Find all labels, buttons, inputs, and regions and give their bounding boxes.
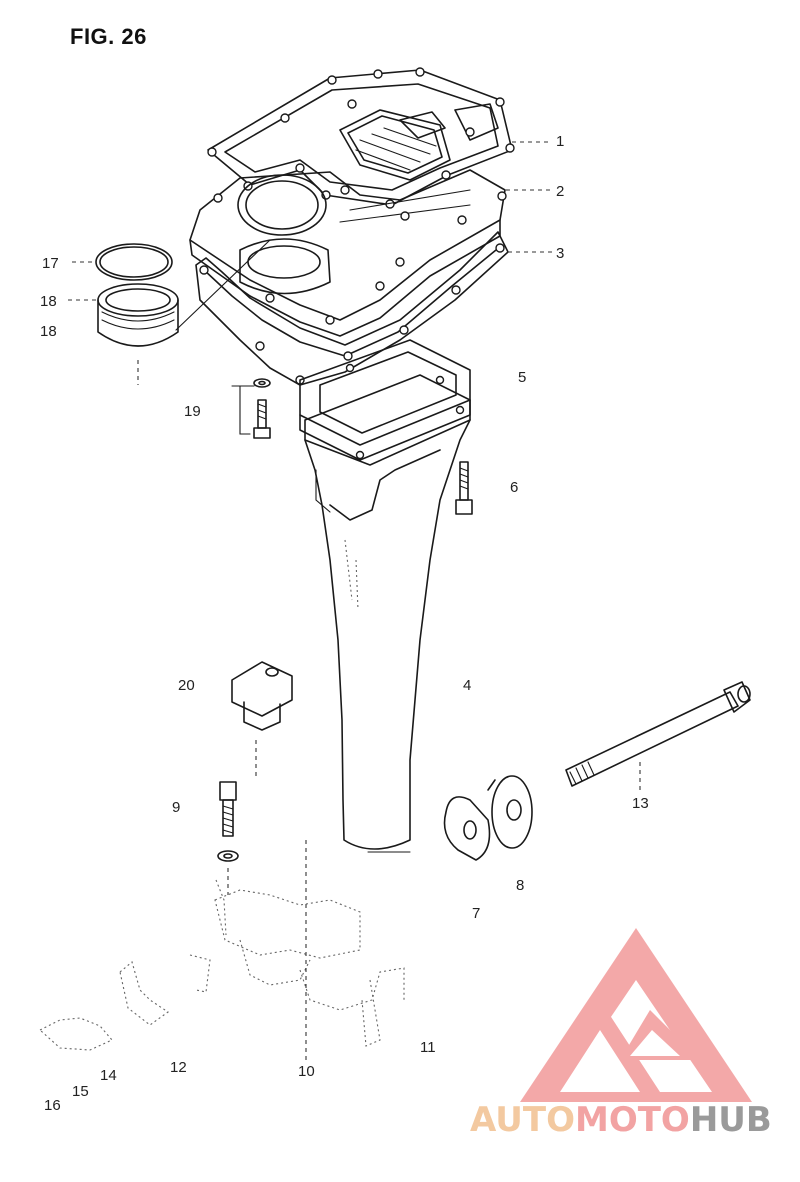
part-18-seal-ring bbox=[68, 239, 271, 385]
callout-6: 6 bbox=[510, 479, 519, 496]
callout-10: 10 bbox=[298, 1063, 315, 1080]
callout-20: 20 bbox=[178, 677, 195, 694]
figure-title: FIG. 26 bbox=[70, 24, 147, 49]
callout-14: 14 bbox=[100, 1067, 117, 1084]
part-3-lower-gasket bbox=[195, 231, 552, 386]
watermark-hub: HUB bbox=[689, 1100, 772, 1140]
callout-17: 17 bbox=[42, 255, 59, 272]
callout-7: 7 bbox=[472, 905, 481, 922]
part-13-through-bolt bbox=[565, 681, 751, 790]
watermark-auto: AUTO bbox=[470, 1100, 575, 1140]
part-19-bolt-washer bbox=[231, 378, 271, 439]
callout-16: 16 bbox=[44, 1097, 61, 1114]
part-20-damper-block bbox=[231, 661, 293, 780]
callout-2: 2 bbox=[556, 183, 565, 200]
callout-5: 5 bbox=[518, 369, 527, 386]
callout-1: 1 bbox=[556, 133, 565, 150]
part-6-bolt bbox=[455, 461, 473, 515]
watermark-text: AUTOMOTOHUB bbox=[470, 1100, 772, 1140]
callout-8: 8 bbox=[516, 877, 525, 894]
part-2-adapter-plate bbox=[189, 169, 552, 337]
callout-3: 3 bbox=[556, 245, 565, 262]
callout-13: 13 bbox=[632, 795, 649, 812]
watermark-moto: MOTO bbox=[574, 1100, 690, 1140]
part-5-housing-gasket bbox=[299, 339, 471, 466]
part-4-driveshaft-housing bbox=[304, 419, 471, 853]
part-8-mount-rubber bbox=[487, 775, 533, 849]
part-17-o-ring bbox=[72, 243, 173, 281]
callout-18-lower: 18 bbox=[40, 323, 57, 340]
automotohub-logo-icon bbox=[520, 928, 752, 1102]
callout-15: 15 bbox=[72, 1083, 89, 1100]
callout-11: 11 bbox=[420, 1039, 436, 1056]
part-7-mount-rubber bbox=[443, 796, 491, 861]
callout-12: 12 bbox=[170, 1059, 187, 1076]
callout-4: 4 bbox=[463, 677, 472, 694]
callout-19: 19 bbox=[184, 403, 201, 420]
callout-18-upper: 18 bbox=[40, 293, 57, 310]
part-9-bolt bbox=[217, 781, 239, 862]
callout-9: 9 bbox=[172, 799, 181, 816]
lower-mount-assembly bbox=[39, 840, 405, 1060]
